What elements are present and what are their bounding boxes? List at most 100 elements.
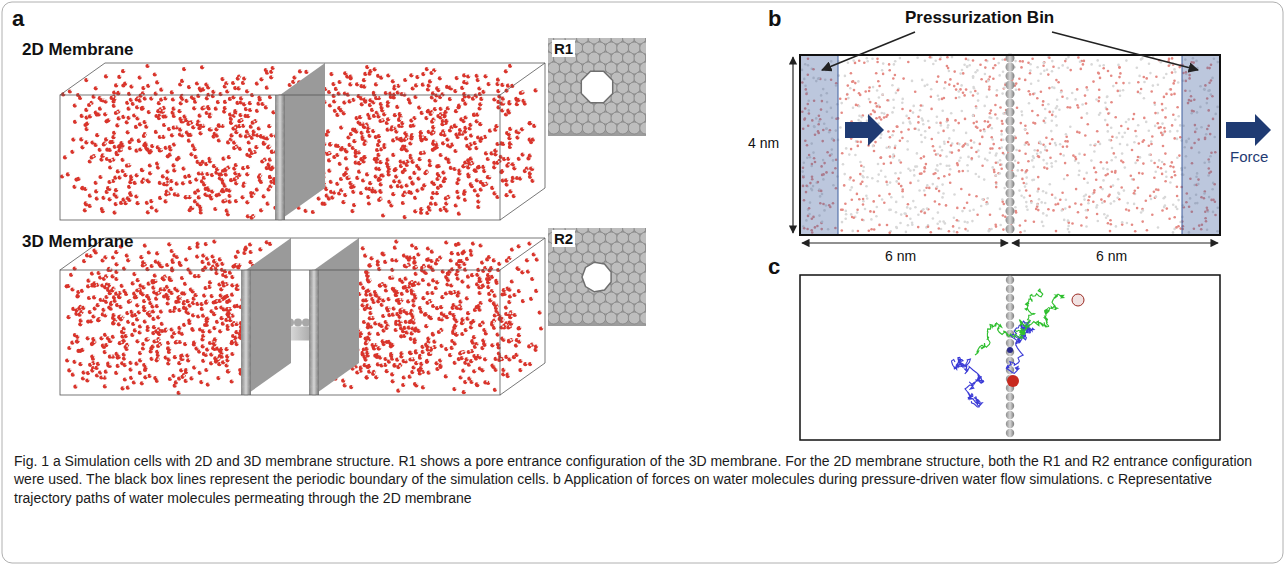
water-molecule [390,167,392,169]
water-molecule [151,171,153,173]
water-molecule [404,193,406,195]
water-molecule [362,131,364,133]
water-molecule [113,140,115,142]
water-molecule [434,118,436,120]
water-molecule [381,197,383,199]
water-molecule [331,104,333,106]
water-molecule [403,92,405,94]
water-molecule [383,174,385,176]
water-molecule [432,110,434,112]
water-molecule [471,157,473,159]
water-molecule [229,140,231,142]
water-molecule [485,169,487,171]
water-molecule [507,193,509,195]
water-molecule [167,182,169,184]
water-molecule [422,207,424,209]
water-molecule [406,145,408,147]
water-molecule [258,109,260,111]
water-molecule [272,75,274,77]
water-molecule [116,202,118,204]
water-molecule [198,160,200,162]
water-molecule [362,191,364,193]
water-molecule [131,98,133,100]
water-molecule [339,144,341,146]
water-molecule [388,158,390,160]
water-molecule [415,116,417,118]
water-molecule [507,69,509,71]
water-molecule [478,178,480,180]
water-molecule [418,75,420,77]
water-molecule [314,210,316,212]
water-molecule [227,209,229,211]
water-molecule [405,93,407,95]
water-molecule [521,177,523,179]
water-molecule [343,146,345,148]
water-molecule [325,185,327,187]
water-molecule [430,159,432,161]
water-molecule [351,75,353,77]
water-molecule [392,185,394,187]
water-molecule [243,195,245,197]
water-molecule [502,102,504,104]
water-molecule [402,185,404,187]
water-molecule [239,77,241,79]
water-molecule [378,157,380,159]
water-molecule [242,118,244,120]
water-molecule [380,167,382,169]
water-molecule [162,110,164,112]
water-molecule [338,182,340,184]
water-molecule [307,70,309,72]
water-molecule [443,92,445,94]
water-molecule [215,132,217,134]
water-molecule [330,158,332,160]
water-molecule [75,104,77,106]
water-molecule [399,84,401,86]
water-molecule [214,90,216,92]
water-molecule [220,139,222,141]
water-molecule [101,175,103,177]
water-molecule [438,191,440,193]
water-molecule [217,171,219,173]
water-molecule [126,82,128,84]
water-molecule [96,181,98,183]
water-molecule [431,79,433,81]
water-molecule [319,197,321,199]
water-molecule [335,191,337,193]
water-molecule [109,118,111,120]
water-molecule [366,140,368,142]
water-molecule [165,123,167,125]
water-molecule [385,112,387,114]
water-molecule [394,192,396,194]
water-molecule [430,205,432,207]
water-molecule [434,91,436,93]
water-molecule [473,161,475,163]
water-molecule [126,201,128,203]
water-molecule [95,154,97,156]
water-molecule [225,85,227,87]
water-molecule [117,195,119,197]
water-molecule [269,187,271,189]
water-molecule [442,112,444,114]
water-molecule [264,194,266,196]
water-molecule [408,148,410,150]
water-molecule [202,211,204,213]
water-molecule [137,173,139,175]
water-molecule [447,196,449,198]
water-molecule [223,124,225,126]
water-molecule [239,86,241,88]
water-molecule [425,151,427,153]
water-molecule [79,177,81,179]
water-molecule [180,156,182,158]
water-molecule [426,171,428,173]
water-molecule [364,124,366,126]
water-molecule [230,194,232,196]
water-molecule [191,180,193,182]
water-molecule [102,98,104,100]
water-molecule [523,153,525,155]
water-molecule [220,193,222,195]
water-molecule [174,126,176,128]
water-molecule [355,139,357,141]
water-molecule [102,158,104,160]
water-molecule [461,132,463,134]
water-molecule [366,155,368,157]
